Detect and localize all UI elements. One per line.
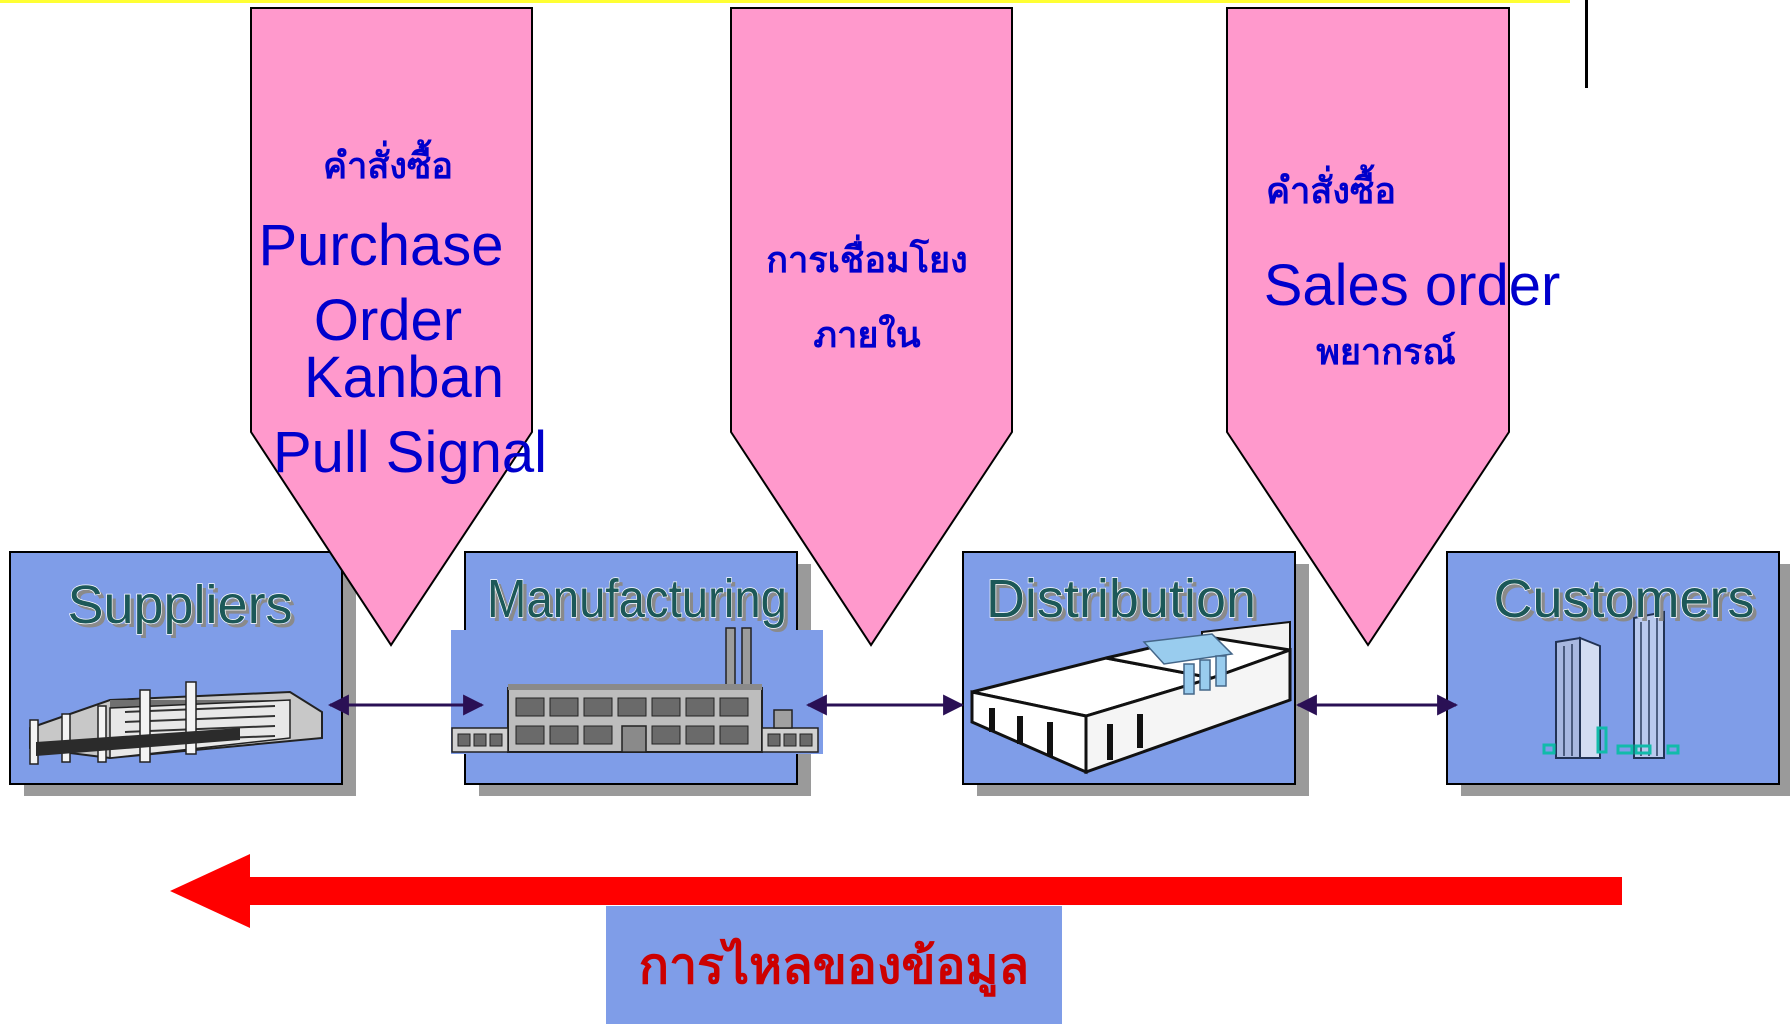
warehouse-icon bbox=[970, 620, 1292, 775]
stage-label-customers: Customers bbox=[1493, 569, 1754, 629]
callout-line-pull-signal: Pull Signal bbox=[273, 420, 547, 485]
svg-text:Manufacturing: Manufacturing bbox=[491, 573, 791, 633]
top-rule bbox=[0, 0, 1570, 3]
stage-distribution: Distribution Distribution bbox=[962, 551, 1309, 796]
callout-line-purchase: Purchase bbox=[258, 213, 503, 278]
callout-thai-line-2: ภายใน bbox=[813, 313, 921, 356]
factory-icon bbox=[29, 681, 323, 765]
callout-internal-integration: การเชื่อมโยง ภายใน bbox=[730, 7, 1013, 647]
stage-label-distribution: Distribution bbox=[986, 569, 1256, 629]
flow-arrow bbox=[170, 854, 1622, 928]
callout-purchase-order: คำสั่งซื้อ Purchase Order Kanban Pull Si… bbox=[250, 7, 547, 647]
corner-rule bbox=[1585, 0, 1588, 88]
callout-line-sales-order: Sales order bbox=[1264, 253, 1561, 318]
callout-line-order: Order bbox=[314, 288, 462, 353]
callout-line-kanban: Kanban bbox=[304, 345, 504, 410]
stage-customers: Customers Customers bbox=[1446, 551, 1790, 796]
callout-sales-order: คำสั่งซื้อ Sales order พยากรณ์ bbox=[1226, 7, 1561, 647]
svg-text:Customers: Customers bbox=[1497, 573, 1758, 633]
callout-thai-line-1: การเชื่อมโยง bbox=[766, 234, 967, 281]
callout-thai-heading: คำสั่งซื้อ bbox=[1266, 164, 1396, 212]
flow-caption: การไหลของข้อมูล bbox=[639, 936, 1029, 997]
office-tower-icon bbox=[1542, 610, 1680, 759]
callout-thai-heading: คำสั่งซื้อ bbox=[323, 139, 453, 187]
stage-label-manufacturing: Manufacturing bbox=[487, 569, 787, 629]
stage-suppliers: Suppliers Suppliers bbox=[9, 551, 356, 796]
svg-text:Suppliers: Suppliers bbox=[71, 579, 296, 639]
plant-icon bbox=[451, 627, 819, 753]
svg-text:Distribution: Distribution bbox=[990, 573, 1260, 633]
stage-manufacturing: Manufacturing Manufacturing bbox=[451, 551, 823, 796]
callout-thai-footer: พยากรณ์ bbox=[1316, 331, 1456, 373]
stage-label-suppliers: Suppliers bbox=[67, 575, 292, 635]
flow-caption-box bbox=[606, 906, 1062, 1024]
